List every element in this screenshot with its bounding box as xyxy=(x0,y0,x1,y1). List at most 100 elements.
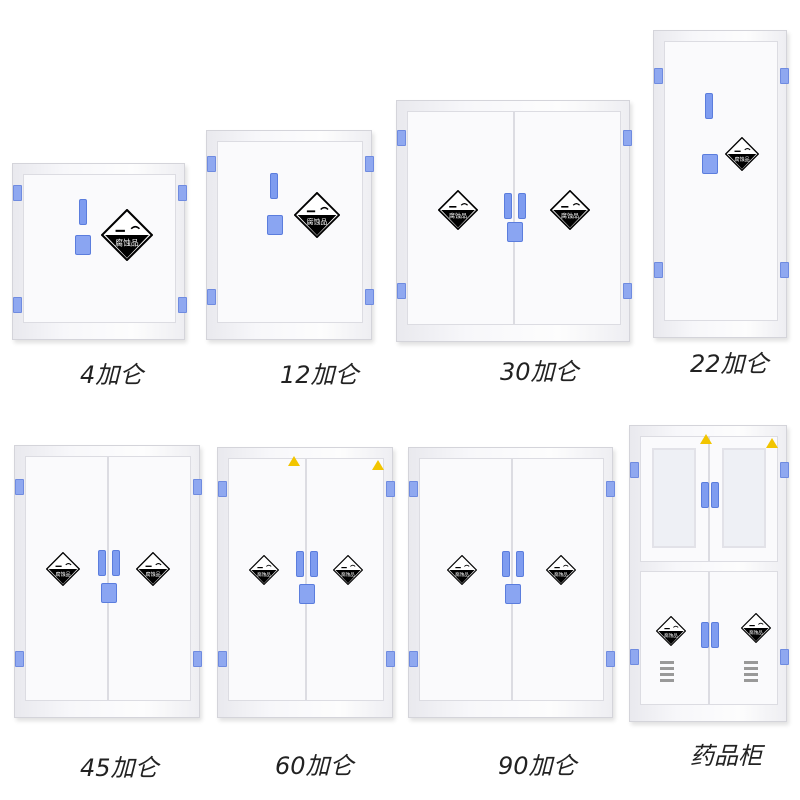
lock-icon xyxy=(507,222,523,242)
product-label: 60加仑 xyxy=(275,752,354,780)
hinge xyxy=(218,651,227,668)
cabinet: 腐蚀品 腐蚀品 xyxy=(217,447,395,718)
cabinet-door[interactable] xyxy=(217,141,363,323)
hinge xyxy=(218,480,227,497)
warning-triangle-icon xyxy=(288,456,300,466)
sign-text: 腐蚀品 xyxy=(56,571,71,578)
hinge xyxy=(606,480,615,497)
hinge xyxy=(409,480,418,497)
cabinet-door[interactable] xyxy=(23,174,176,323)
sign-text: 腐蚀品 xyxy=(750,629,764,636)
sign-text: 腐蚀品 xyxy=(664,632,678,639)
hinge xyxy=(780,461,789,478)
door-handle[interactable] xyxy=(701,482,709,508)
warning-triangle-icon xyxy=(372,460,384,470)
product-label: 22加仑 xyxy=(690,350,769,378)
corrosive-sign-icon: 腐蚀品 xyxy=(550,189,591,230)
hinge xyxy=(409,651,418,668)
corrosive-sign-icon: 腐蚀品 xyxy=(545,554,576,585)
sign-text: 腐蚀品 xyxy=(449,212,467,220)
vent xyxy=(744,666,758,670)
vent xyxy=(744,672,758,676)
corrosive-sign-icon: 腐蚀品 xyxy=(656,615,687,646)
lock-icon xyxy=(75,234,92,255)
cabinet: 腐蚀品腐蚀品 xyxy=(408,447,615,718)
corrosive-sign-icon: 腐蚀品 xyxy=(135,551,170,586)
hinge xyxy=(386,651,395,668)
hinge xyxy=(386,480,395,497)
door-handle[interactable] xyxy=(711,622,719,649)
door-handle[interactable] xyxy=(310,550,318,577)
corrosive-sign-icon: 腐蚀品 xyxy=(248,554,279,585)
lock-icon xyxy=(266,215,283,235)
sign-text: 腐蚀品 xyxy=(735,156,750,163)
door-handle[interactable] xyxy=(296,550,304,577)
glass-window xyxy=(652,448,696,548)
product-label: 45加仑 xyxy=(80,754,159,782)
door-handle[interactable] xyxy=(518,192,526,219)
hinge xyxy=(207,288,216,305)
hinge xyxy=(654,262,663,278)
sign-text: 腐蚀品 xyxy=(257,571,271,578)
sign-text: 腐蚀品 xyxy=(115,237,139,247)
lock-icon xyxy=(702,154,719,175)
hinge xyxy=(397,130,406,147)
corrosive-sign-icon: 腐蚀品 xyxy=(46,551,81,586)
door-handle[interactable] xyxy=(78,199,87,226)
hinge xyxy=(654,67,663,84)
cabinet: 腐蚀品 腐蚀品 xyxy=(396,100,632,342)
door-handle[interactable] xyxy=(98,549,106,576)
hinge xyxy=(397,282,406,299)
hinge xyxy=(780,648,789,665)
corrosive-sign-icon: 腐蚀品 xyxy=(725,137,760,172)
product-label: 4加仑 xyxy=(80,361,144,389)
door-handle[interactable] xyxy=(270,173,279,199)
hinge xyxy=(780,262,789,278)
sign-text: 腐蚀品 xyxy=(145,571,160,578)
hinge xyxy=(365,156,374,173)
corrosive-sign-icon: 腐蚀品 xyxy=(741,612,772,643)
corrosive-sign-icon: 腐蚀品 xyxy=(293,192,340,238)
warning-triangle-icon xyxy=(700,434,712,444)
vent xyxy=(660,666,674,670)
door-handle[interactable] xyxy=(704,92,713,119)
hinge xyxy=(623,282,632,299)
cabinet-door[interactable] xyxy=(709,570,778,705)
hinge xyxy=(178,185,187,202)
door-handle[interactable] xyxy=(501,550,510,577)
hinge xyxy=(623,130,632,147)
vent xyxy=(660,660,674,664)
cabinet: 腐蚀品 xyxy=(12,163,187,340)
product-label: 90加仑 xyxy=(498,752,577,780)
door-handle[interactable] xyxy=(112,549,120,576)
corrosive-sign-icon: 腐蚀品 xyxy=(437,189,478,230)
door-handle[interactable] xyxy=(701,622,709,649)
sign-text: 腐蚀品 xyxy=(341,571,355,578)
sign-text: 腐蚀品 xyxy=(554,571,568,578)
hinge xyxy=(630,648,639,665)
door-handle[interactable] xyxy=(504,192,512,219)
door-handle[interactable] xyxy=(515,550,524,577)
vent xyxy=(660,672,674,676)
cabinet-door[interactable] xyxy=(664,41,778,321)
hinge xyxy=(630,461,639,478)
glass-window xyxy=(722,448,766,548)
product-label: 药品柜 xyxy=(690,742,762,770)
corrosive-sign-icon: 腐蚀品 xyxy=(333,554,364,585)
hinge xyxy=(178,296,187,313)
hinge xyxy=(193,478,202,495)
cabinet: 腐蚀品 腐蚀品 xyxy=(629,425,789,722)
vent xyxy=(744,678,758,682)
lock-icon xyxy=(504,583,521,604)
door-handle[interactable] xyxy=(711,482,719,508)
hinge xyxy=(15,478,24,495)
product-label: 12加仑 xyxy=(280,361,359,389)
warning-triangle-icon xyxy=(766,438,778,448)
hinge xyxy=(13,296,22,313)
corrosive-sign-icon: 腐蚀品 xyxy=(447,554,478,585)
hinge xyxy=(780,67,789,84)
lock-icon xyxy=(101,582,117,603)
vent xyxy=(744,660,758,664)
hinge xyxy=(15,650,24,667)
sign-text: 腐蚀品 xyxy=(561,212,579,220)
